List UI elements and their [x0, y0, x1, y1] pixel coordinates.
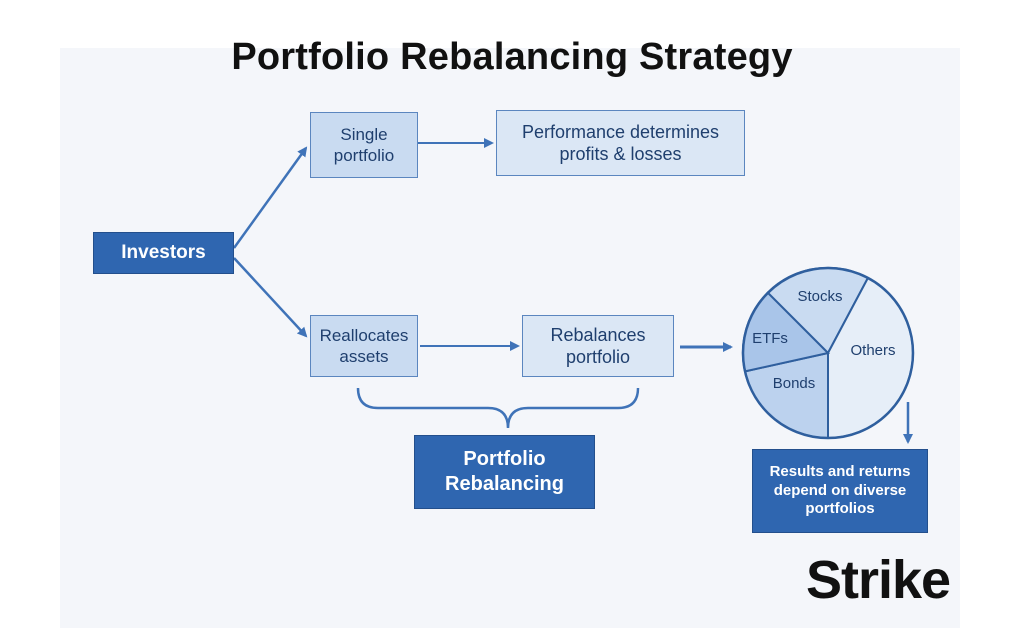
pie-label-etfs: ETFs [752, 330, 788, 347]
diagram-title: Portfolio Rebalancing Strategy [231, 36, 793, 78]
rebalances-label: Rebalances portfolio [550, 324, 646, 368]
grouping-brace [356, 387, 640, 429]
arrow-investors-to-reallocates [233, 257, 308, 338]
asset-pie-chart: Stocks Others Bonds ETFs [741, 266, 915, 440]
reallocates-node: Reallocates assets [310, 315, 418, 377]
single-portfolio-node: Single portfolio [310, 112, 418, 178]
portfolio-rebalancing-label: Portfolio Rebalancing [445, 448, 564, 495]
portfolio-rebalancing-node: Portfolio Rebalancing [414, 435, 595, 509]
investors-label: Investors [121, 242, 206, 264]
results-label: Results and returns depend on diverse po… [769, 462, 911, 518]
arrow-investors-to-single [232, 146, 308, 249]
results-node: Results and returns depend on diverse po… [752, 449, 928, 533]
strike-logo: Strike [806, 550, 951, 610]
performance-label: Performance determines profits & losses [521, 121, 720, 165]
investors-node: Investors [93, 232, 234, 274]
pie-label-others: Others [850, 342, 895, 359]
pie-label-stocks: Stocks [797, 288, 842, 305]
performance-node: Performance determines profits & losses [496, 110, 745, 176]
rebalances-node: Rebalances portfolio [522, 315, 674, 377]
reallocates-label: Reallocates assets [319, 325, 409, 366]
single-portfolio-label: Single portfolio [333, 124, 395, 165]
strike-logo-text: Strike [806, 550, 951, 610]
pie-label-bonds: Bonds [773, 375, 816, 392]
